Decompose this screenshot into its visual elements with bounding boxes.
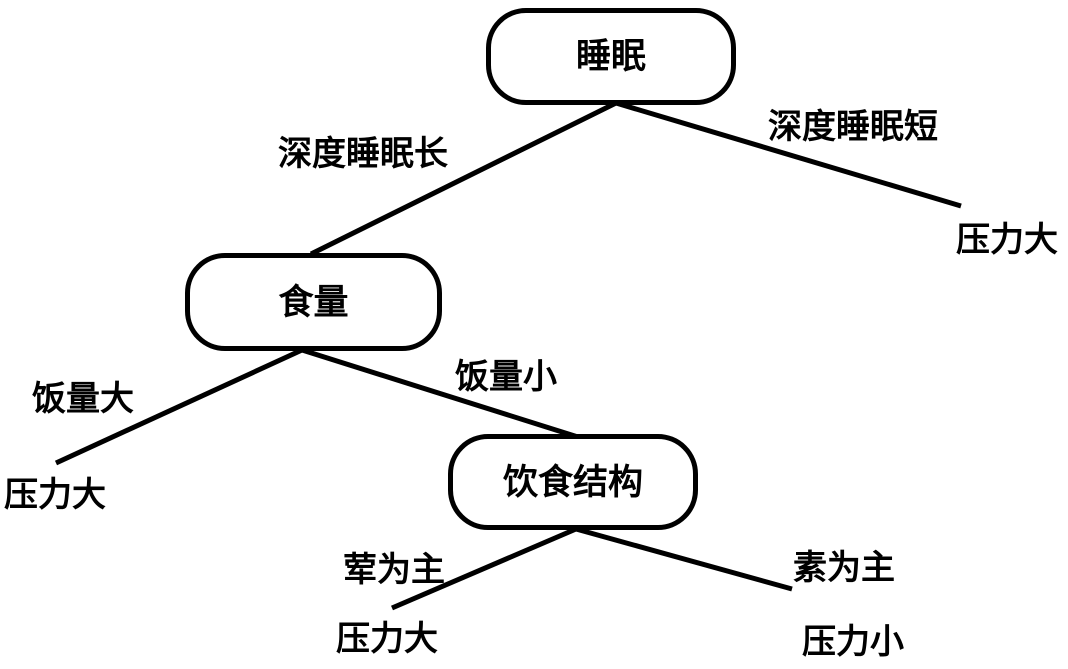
leaf-pressure-big-left: 压力大 xyxy=(4,476,106,514)
edge-label-meat-based: 荤为主 xyxy=(343,551,445,589)
edge-label-meal-small: 饭量小 xyxy=(455,358,557,396)
edge-label-meal-big: 饭量大 xyxy=(32,380,134,418)
node-appetite: 食量 xyxy=(185,253,442,351)
edge-line-meal-small xyxy=(301,347,579,440)
node-diet-structure: 饮食结构 xyxy=(448,434,698,530)
edge-label-deep-sleep-long: 深度睡眠长 xyxy=(278,135,448,173)
node-sleep-label: 睡眠 xyxy=(575,37,646,76)
leaf-pressure-big-bottom: 压力大 xyxy=(336,620,438,658)
edge-line-deep-sleep-short xyxy=(615,100,962,209)
node-appetite-label: 食量 xyxy=(278,282,349,322)
leaf-pressure-small-bottom: 压力小 xyxy=(802,623,904,661)
node-diet-structure-label: 饮食结构 xyxy=(502,462,643,502)
edge-label-deep-sleep-short: 深度睡眠短 xyxy=(768,108,938,146)
edge-line-veg-based xyxy=(575,526,793,592)
node-sleep: 睡眠 xyxy=(486,8,736,105)
leaf-pressure-big-right: 压力大 xyxy=(956,221,1058,259)
edge-line-meal-big xyxy=(54,347,304,466)
edge-line-deep-sleep-long xyxy=(309,100,618,257)
edge-line-meat-based xyxy=(391,526,577,611)
edge-label-veg-based: 素为主 xyxy=(793,549,895,587)
